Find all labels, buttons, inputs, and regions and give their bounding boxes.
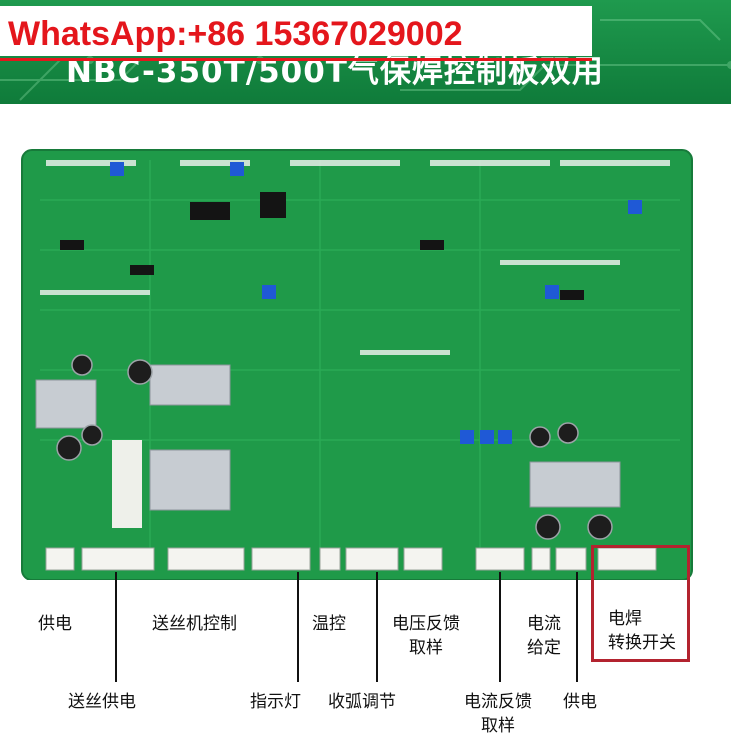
label-voltage-feedback-line1: 电压反馈 [392,614,460,634]
label-current-setting-line1: 电流 [527,614,561,634]
label-arc-adjust: 收弧调节 [328,692,396,712]
label-switch-line1: 电焊 [608,609,642,629]
label-temperature-control: 温控 [312,614,346,634]
label-wire-feed-power: 送丝供电 [68,692,136,712]
label-current-feedback-line1: 电流反馈 [464,692,532,712]
label-voltage-feedback: 电压反馈 取样 [386,612,466,660]
label-current-setting: 电流 给定 [522,612,566,660]
switch-connector-highlight [591,545,690,662]
pcb-board [21,149,693,580]
label-power-supply-2: 供电 [563,692,597,712]
label-current-setting-line2: 给定 [527,638,561,658]
label-power-supply: 供电 [38,614,72,634]
label-wire-feed-control: 送丝机控制 [152,614,237,634]
label-current-feedback: 电流反馈 取样 [456,690,540,738]
label-switch: 电焊 转换开关 [608,607,676,655]
whatsapp-underline [0,58,592,61]
whatsapp-text: WhatsApp:+86 15367029002 [8,15,463,53]
whatsapp-watermark: WhatsApp:+86 15367029002 [0,6,592,61]
label-current-feedback-line2: 取样 [481,716,515,736]
label-voltage-feedback-line2: 取样 [409,638,443,658]
label-switch-line2: 转换开关 [608,633,676,653]
label-indicator-light: 指示灯 [250,692,301,712]
